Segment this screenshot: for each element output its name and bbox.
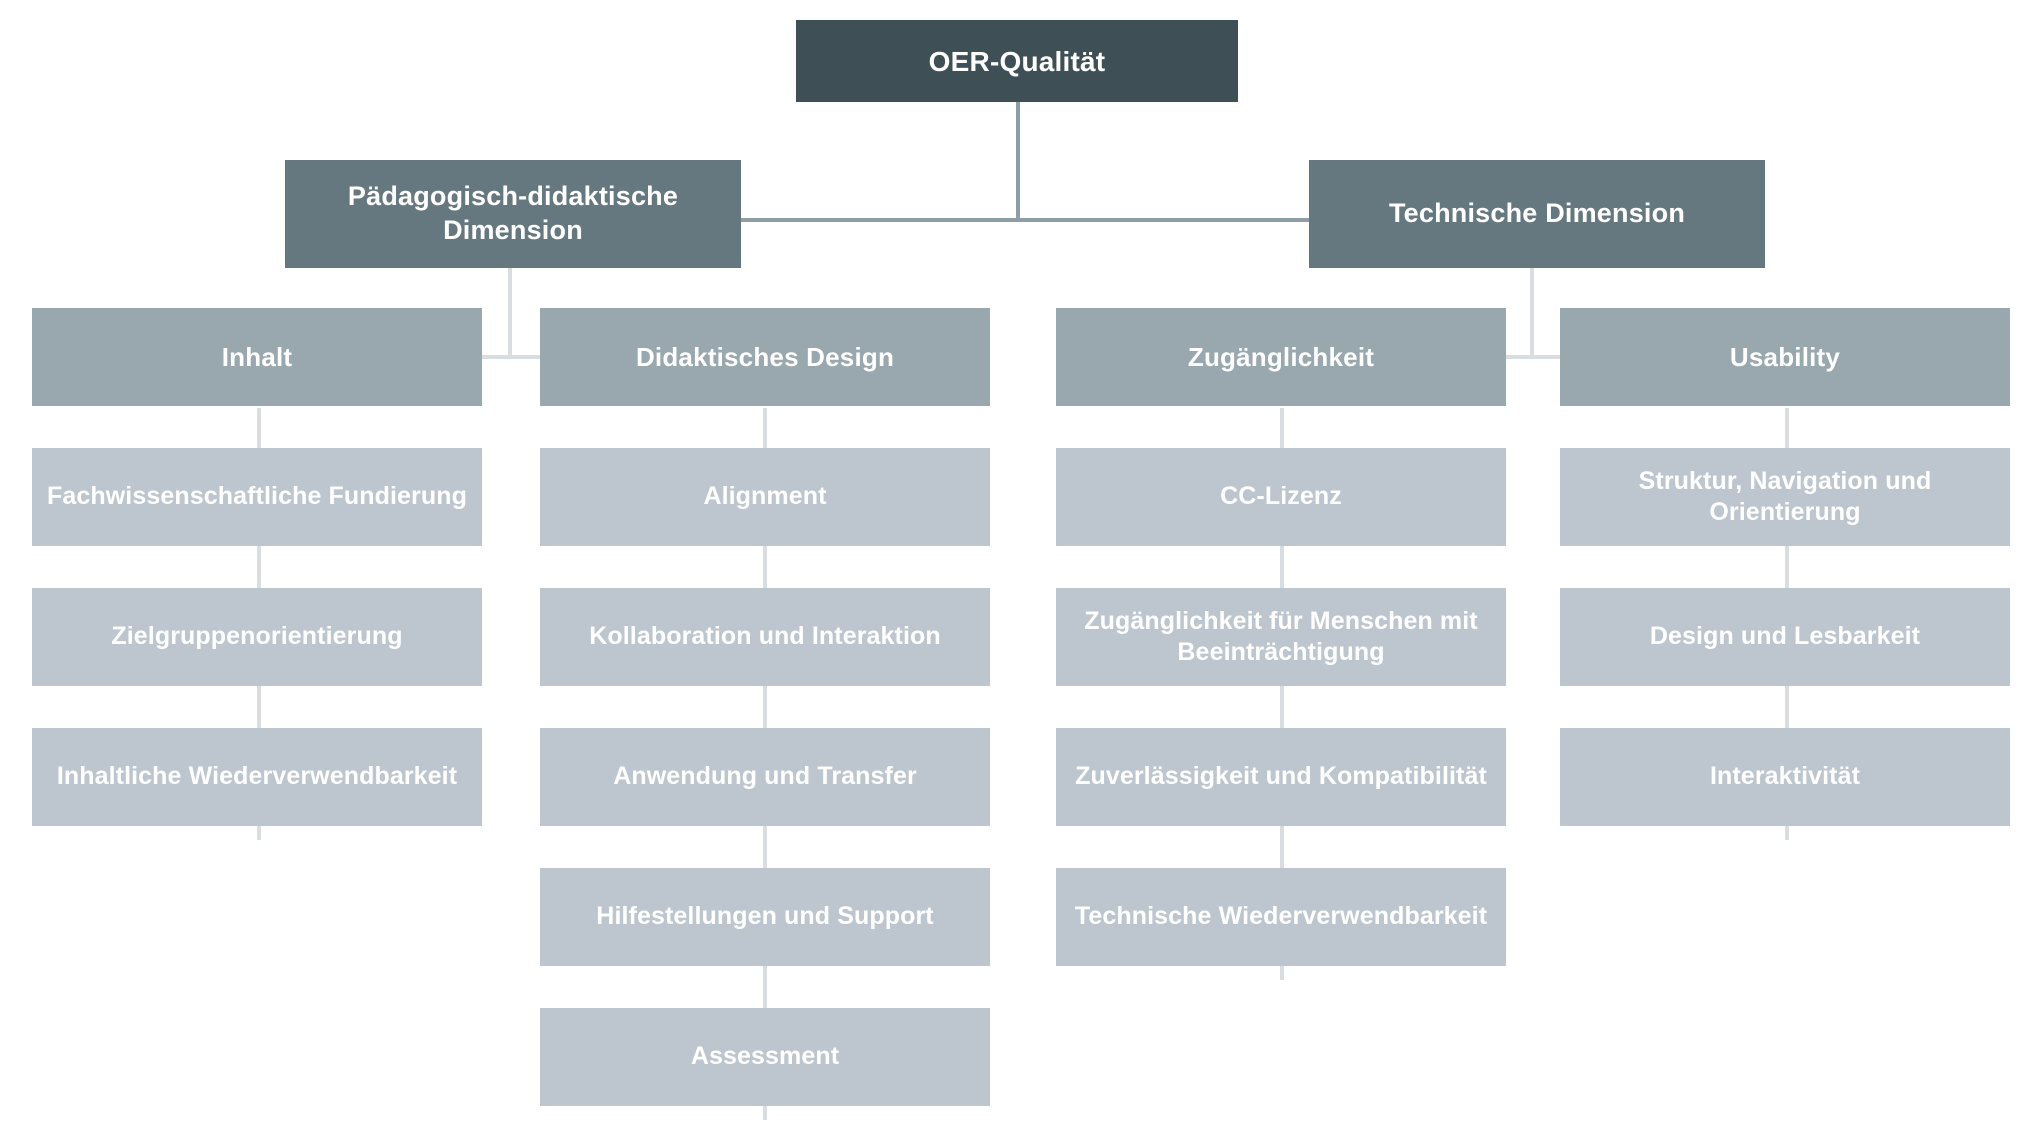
node-item-inhaltliche-wiederverwendbarkeit[interactable]: Inhaltliche Wiederverwendbarkeit xyxy=(32,728,482,826)
node-dimension-paedagogisch-didaktische[interactable]: Pädagogisch-didaktische Dimension xyxy=(285,160,741,268)
connector-technical-drop xyxy=(1530,268,1534,358)
node-item-hilfestellungen-und-support[interactable]: Hilfestellungen und Support xyxy=(540,868,990,966)
connector-root-vertical xyxy=(1016,102,1020,220)
node-category-zugaenglichkeit[interactable]: Zugänglichkeit xyxy=(1056,308,1506,406)
connector-pedagogical-bar xyxy=(258,355,762,359)
node-category-usability[interactable]: Usability xyxy=(1560,308,2010,406)
node-root-oer-qualitaet[interactable]: OER-Qualität xyxy=(796,20,1238,102)
connector-pedagogical-drop xyxy=(508,268,512,358)
node-item-fachwissenschaftliche-fundierung[interactable]: Fachwissenschaftliche Fundierung xyxy=(32,448,482,546)
node-item-anwendung-und-transfer[interactable]: Anwendung und Transfer xyxy=(540,728,990,826)
connector-spine-zugaenglichkeit xyxy=(1280,408,1284,980)
connector-dimension-horizontal xyxy=(738,218,1312,222)
node-item-struktur-navigation-und-orientierung[interactable]: Struktur, Navigation und Orientierung xyxy=(1560,448,2010,546)
node-item-design-und-lesbarkeit[interactable]: Design und Lesbarkeit xyxy=(1560,588,2010,686)
connector-technical-bar xyxy=(1280,355,1784,359)
node-item-assessment[interactable]: Assessment xyxy=(540,1008,990,1106)
node-item-cc-lizenz[interactable]: CC-Lizenz xyxy=(1056,448,1506,546)
node-item-interaktivitaet[interactable]: Interaktivität xyxy=(1560,728,2010,826)
node-category-didaktisches-design[interactable]: Didaktisches Design xyxy=(540,308,990,406)
node-item-zuverlaessigkeit-und-kompatibilitaet[interactable]: Zuverlässigkeit und Kompatibilität xyxy=(1056,728,1506,826)
node-category-inhalt[interactable]: Inhalt xyxy=(32,308,482,406)
node-item-technische-wiederverwendbarkeit[interactable]: Technische Wiederverwendbarkeit xyxy=(1056,868,1506,966)
node-item-zugaenglichkeit-fuer-menschen-mit-beeintraechtigung[interactable]: Zugänglichkeit für Menschen mit Beeinträ… xyxy=(1056,588,1506,686)
node-dimension-technische[interactable]: Technische Dimension xyxy=(1309,160,1765,268)
node-item-alignment[interactable]: Alignment xyxy=(540,448,990,546)
node-item-zielgruppenorientierung[interactable]: Zielgruppenorientierung xyxy=(32,588,482,686)
node-item-kollaboration-und-interaktion[interactable]: Kollaboration und Interaktion xyxy=(540,588,990,686)
